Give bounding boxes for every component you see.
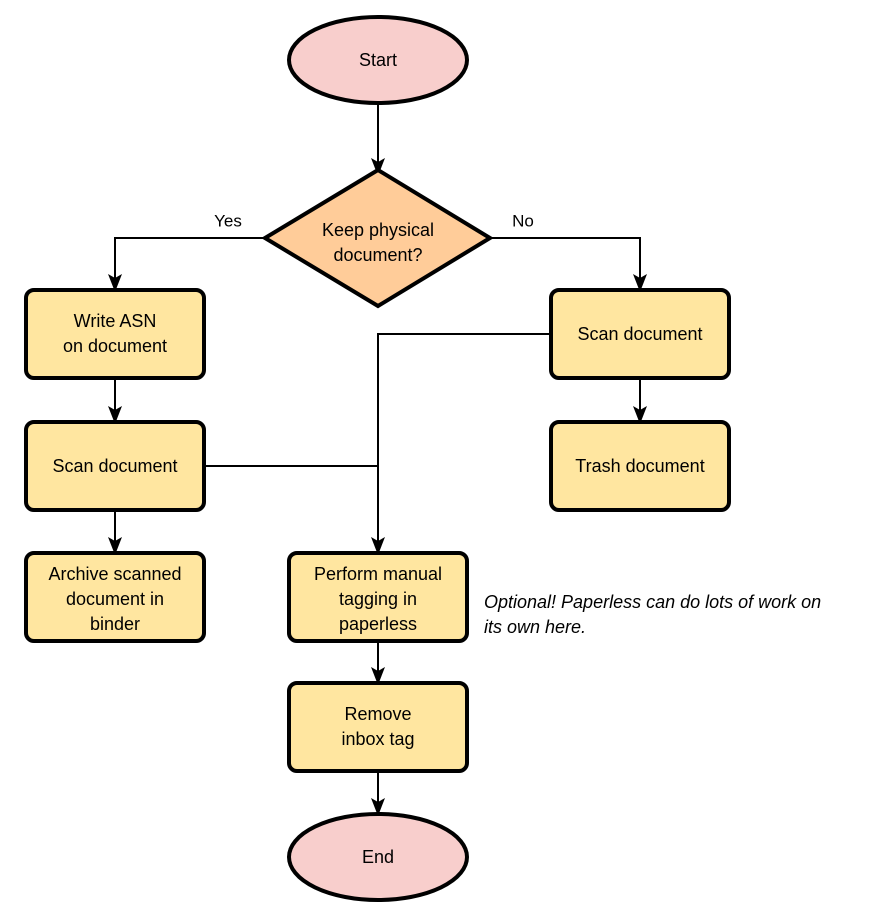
- edge-decision-yes-to-write-asn: [108, 237, 265, 292]
- node-write-asn-label-line1: Write ASN: [74, 311, 157, 331]
- node-remove-inbox-label-line1: Remove: [344, 704, 411, 724]
- edge-write-asn-to-scan-left: [108, 378, 122, 424]
- node-archive-label-line2: document in: [66, 589, 164, 609]
- node-perform-manual-tagging[interactable]: Perform manual tagging in paperless: [287, 551, 469, 643]
- node-scan-document-left-label: Scan document: [52, 456, 177, 476]
- edge-tagging-to-remove-inbox: [371, 641, 385, 685]
- node-archive-label-line1: Archive scanned: [48, 564, 181, 584]
- node-remove-inbox-tag[interactable]: Remove inbox tag: [287, 681, 469, 773]
- node-decision-label-line1: Keep physical: [322, 220, 434, 240]
- edge-scan-right-to-trash: [633, 378, 647, 424]
- edge-label-no: No: [512, 211, 534, 230]
- node-scan-document-right-label: Scan document: [577, 324, 702, 344]
- annotation-note: Optional! Paperless can do lots of work …: [484, 592, 821, 637]
- node-tagging-label-line3: paperless: [339, 614, 417, 634]
- node-end-label: End: [362, 847, 394, 867]
- edge-start-to-decision: [371, 103, 385, 176]
- node-start-label: Start: [359, 50, 397, 70]
- node-end[interactable]: End: [287, 812, 469, 902]
- node-decision-label-line2: document?: [333, 245, 422, 265]
- node-trash-document[interactable]: Trash document: [549, 420, 731, 512]
- edge-label-yes: Yes: [214, 211, 242, 230]
- node-tagging-label-line1: Perform manual: [314, 564, 442, 584]
- node-archive-scanned-document[interactable]: Archive scanned document in binder: [24, 551, 206, 643]
- node-scan-document-right[interactable]: Scan document: [549, 288, 731, 380]
- annotation-note-line1: Optional! Paperless can do lots of work …: [484, 592, 821, 612]
- node-start[interactable]: Start: [287, 15, 469, 105]
- node-remove-inbox-label-line2: inbox tag: [341, 729, 414, 749]
- node-write-asn-label-line2: on document: [63, 336, 167, 356]
- node-trash-document-label: Trash document: [575, 456, 704, 476]
- node-archive-label-line3: binder: [90, 614, 140, 634]
- node-scan-document-left[interactable]: Scan document: [24, 420, 206, 512]
- node-write-asn-on-document[interactable]: Write ASN on document: [24, 288, 206, 380]
- node-decision-keep-physical-document[interactable]: Keep physical document?: [261, 167, 494, 309]
- node-tagging-label-line2: tagging in: [339, 589, 417, 609]
- edge-remove-inbox-to-end: [371, 771, 385, 816]
- edge-scan-left-to-archive: [108, 510, 122, 555]
- edge-decision-no-to-scan-right: [490, 237, 647, 292]
- edge-scan-right-to-tagging: [371, 333, 551, 555]
- annotation-note-line2: its own here.: [484, 617, 586, 637]
